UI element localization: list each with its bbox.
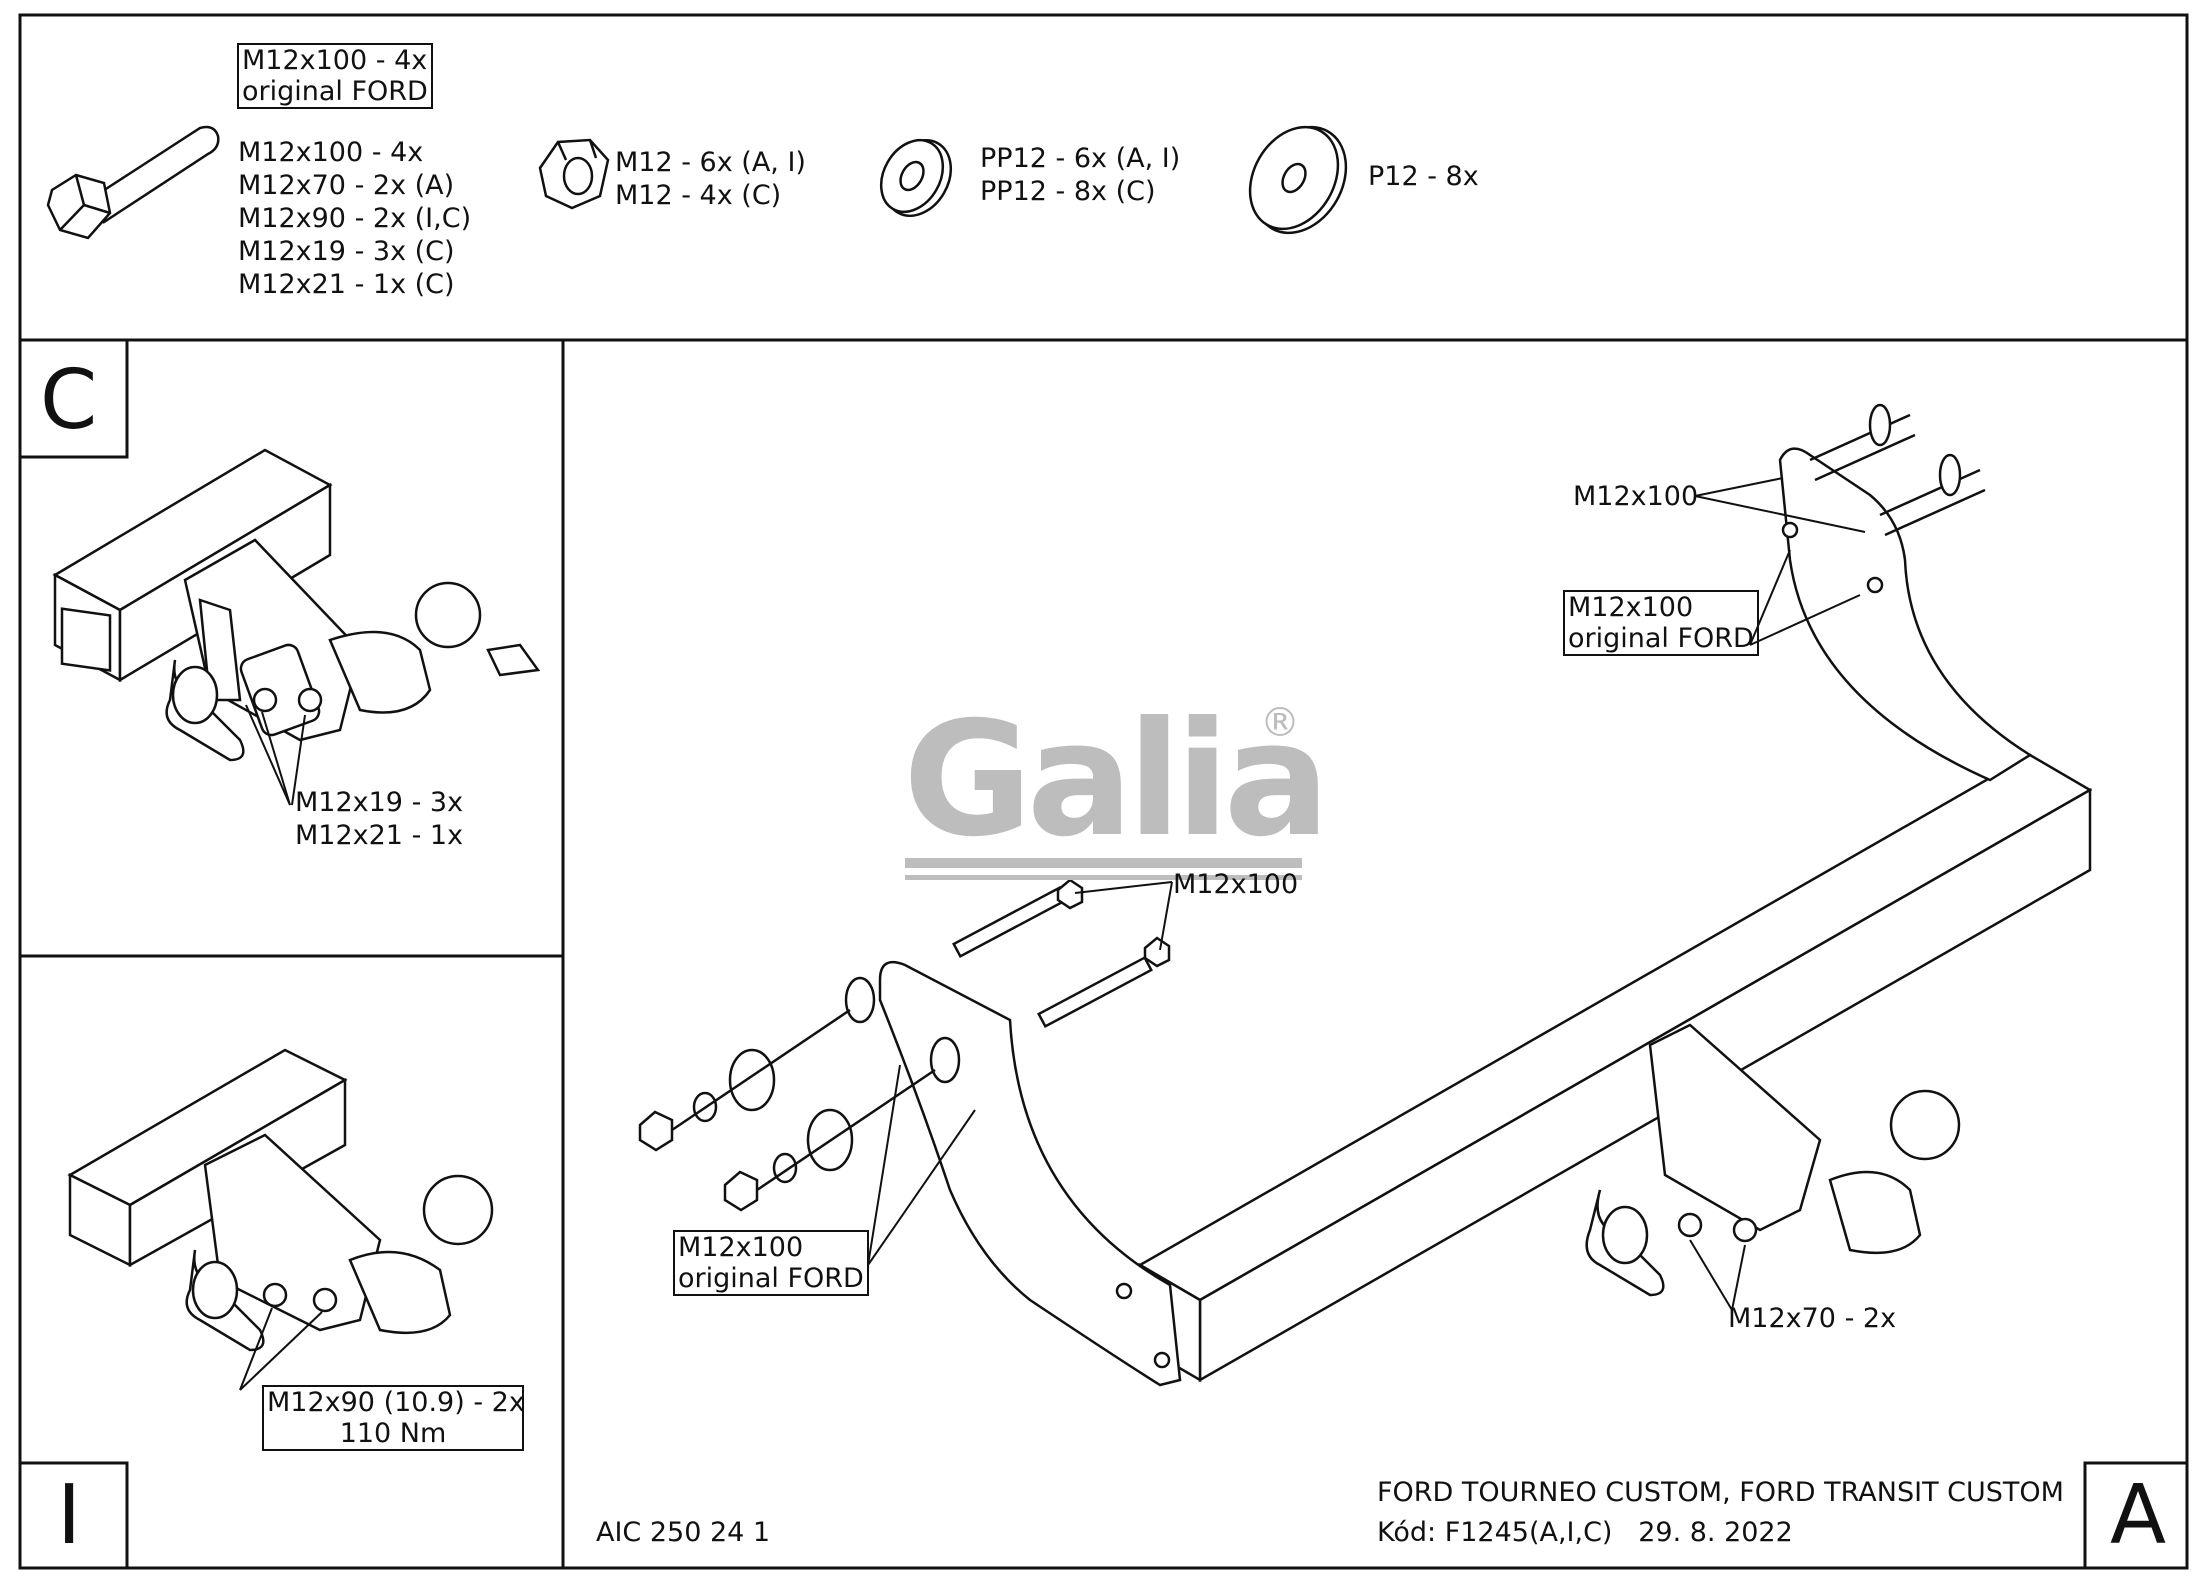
bolt-original-line-1: M12x100 - 4x — [242, 45, 428, 76]
bolt-original-line-2: original FORD — [242, 76, 428, 107]
bolt-list: M12x100 - 4x M12x70 - 2x (A) M12x90 - 2x… — [238, 136, 471, 301]
bolt-original-label: M12x100 - 4x original FORD — [237, 43, 433, 109]
spring-washer-list: PP12 - 6x (A, I) PP12 - 8x (C) — [980, 142, 1180, 208]
bolt-item: M12x19 - 3x (C) — [238, 236, 455, 267]
nut-item: M12 - 4x (C) — [615, 180, 782, 211]
bolt-item: M12x90 - 2x (I,C) — [238, 203, 472, 234]
spring-washer-icon — [879, 138, 953, 217]
drawing-code: AIC 250 24 1 — [596, 1517, 771, 1548]
spring-washer-item: PP12 - 8x (C) — [980, 176, 1156, 207]
panel-a-letter-box — [2083, 1461, 2189, 1570]
bolt-item: M12x70 - 2x (A) — [238, 170, 455, 201]
registered-mark: ® — [1260, 700, 1300, 746]
panel-i-letter: I — [57, 1468, 82, 1563]
spring-washer-item: PP12 - 6x (A, I) — [980, 143, 1181, 174]
panel-i-letter-box — [18, 1461, 129, 1570]
right-original-label: M12x100 original FORD — [1563, 590, 1759, 656]
nut-item: M12 - 6x (A, I) — [615, 147, 806, 178]
panel-i-label: M12x90 (10.9) - 2x 110 Nm — [262, 1385, 525, 1451]
bolt-item: M12x21 - 1x (C) — [238, 269, 455, 300]
outer-frame — [18, 13, 2189, 1570]
left-original-line-2: original FORD — [678, 1263, 864, 1294]
main-leader-lines — [867, 477, 1866, 1311]
bolt-item: M12x100 - 4x — [238, 137, 424, 168]
panel-a-letter: A — [2110, 1468, 2167, 1563]
panel-i-leader-lines — [239, 1307, 323, 1391]
left-original-label: M12x100 original FORD — [673, 1230, 869, 1296]
main-towbar-drawing — [638, 403, 2093, 1387]
left-bolts-label: M12x100 — [1173, 869, 1299, 900]
panel-c-towbar-drawing — [52, 448, 541, 762]
panel-c-leader-lines — [245, 704, 306, 806]
panel-c-letter-box — [18, 338, 129, 459]
flat-washer-label: P12 - 8x — [1368, 161, 1479, 192]
product-code-date: Kód: F1245(A,I,C) 29. 8. 2022 — [1377, 1517, 1793, 1548]
right-bolts-label: M12x100 — [1573, 481, 1699, 512]
panel-c-letter: C — [40, 353, 98, 448]
nut-list: M12 - 6x (A, I) M12 - 4x (C) — [615, 146, 806, 212]
panel-i-towbar-drawing — [67, 1048, 494, 1352]
right-original-line-1: M12x100 — [1568, 592, 1694, 623]
flat-washer-icon — [1248, 125, 1348, 235]
panel-i-label-line-1: M12x90 (10.9) - 2x — [267, 1387, 525, 1418]
panel-c-label-line-2: M12x21 - 1x — [295, 820, 464, 851]
right-original-line-2: original FORD — [1568, 623, 1754, 654]
panel-c-label-line-1: M12x19 - 3x — [295, 787, 464, 818]
vehicle-title: FORD TOURNEO CUSTOM, FORD TRANSIT CUSTOM — [1377, 1477, 2064, 1508]
panel-i-label-line-2: 110 Nm — [339, 1418, 447, 1449]
galia-watermark: Galia — [903, 688, 1330, 872]
left-original-line-1: M12x100 — [678, 1232, 804, 1263]
ball-bolts-label: M12x70 - 2x — [1728, 1303, 1897, 1334]
nut-icon — [538, 138, 610, 210]
hex-bolt-icon — [46, 125, 220, 240]
panel-c-label: M12x19 - 3x M12x21 - 1x — [295, 786, 463, 852]
galia-logo-bars — [905, 858, 1302, 880]
